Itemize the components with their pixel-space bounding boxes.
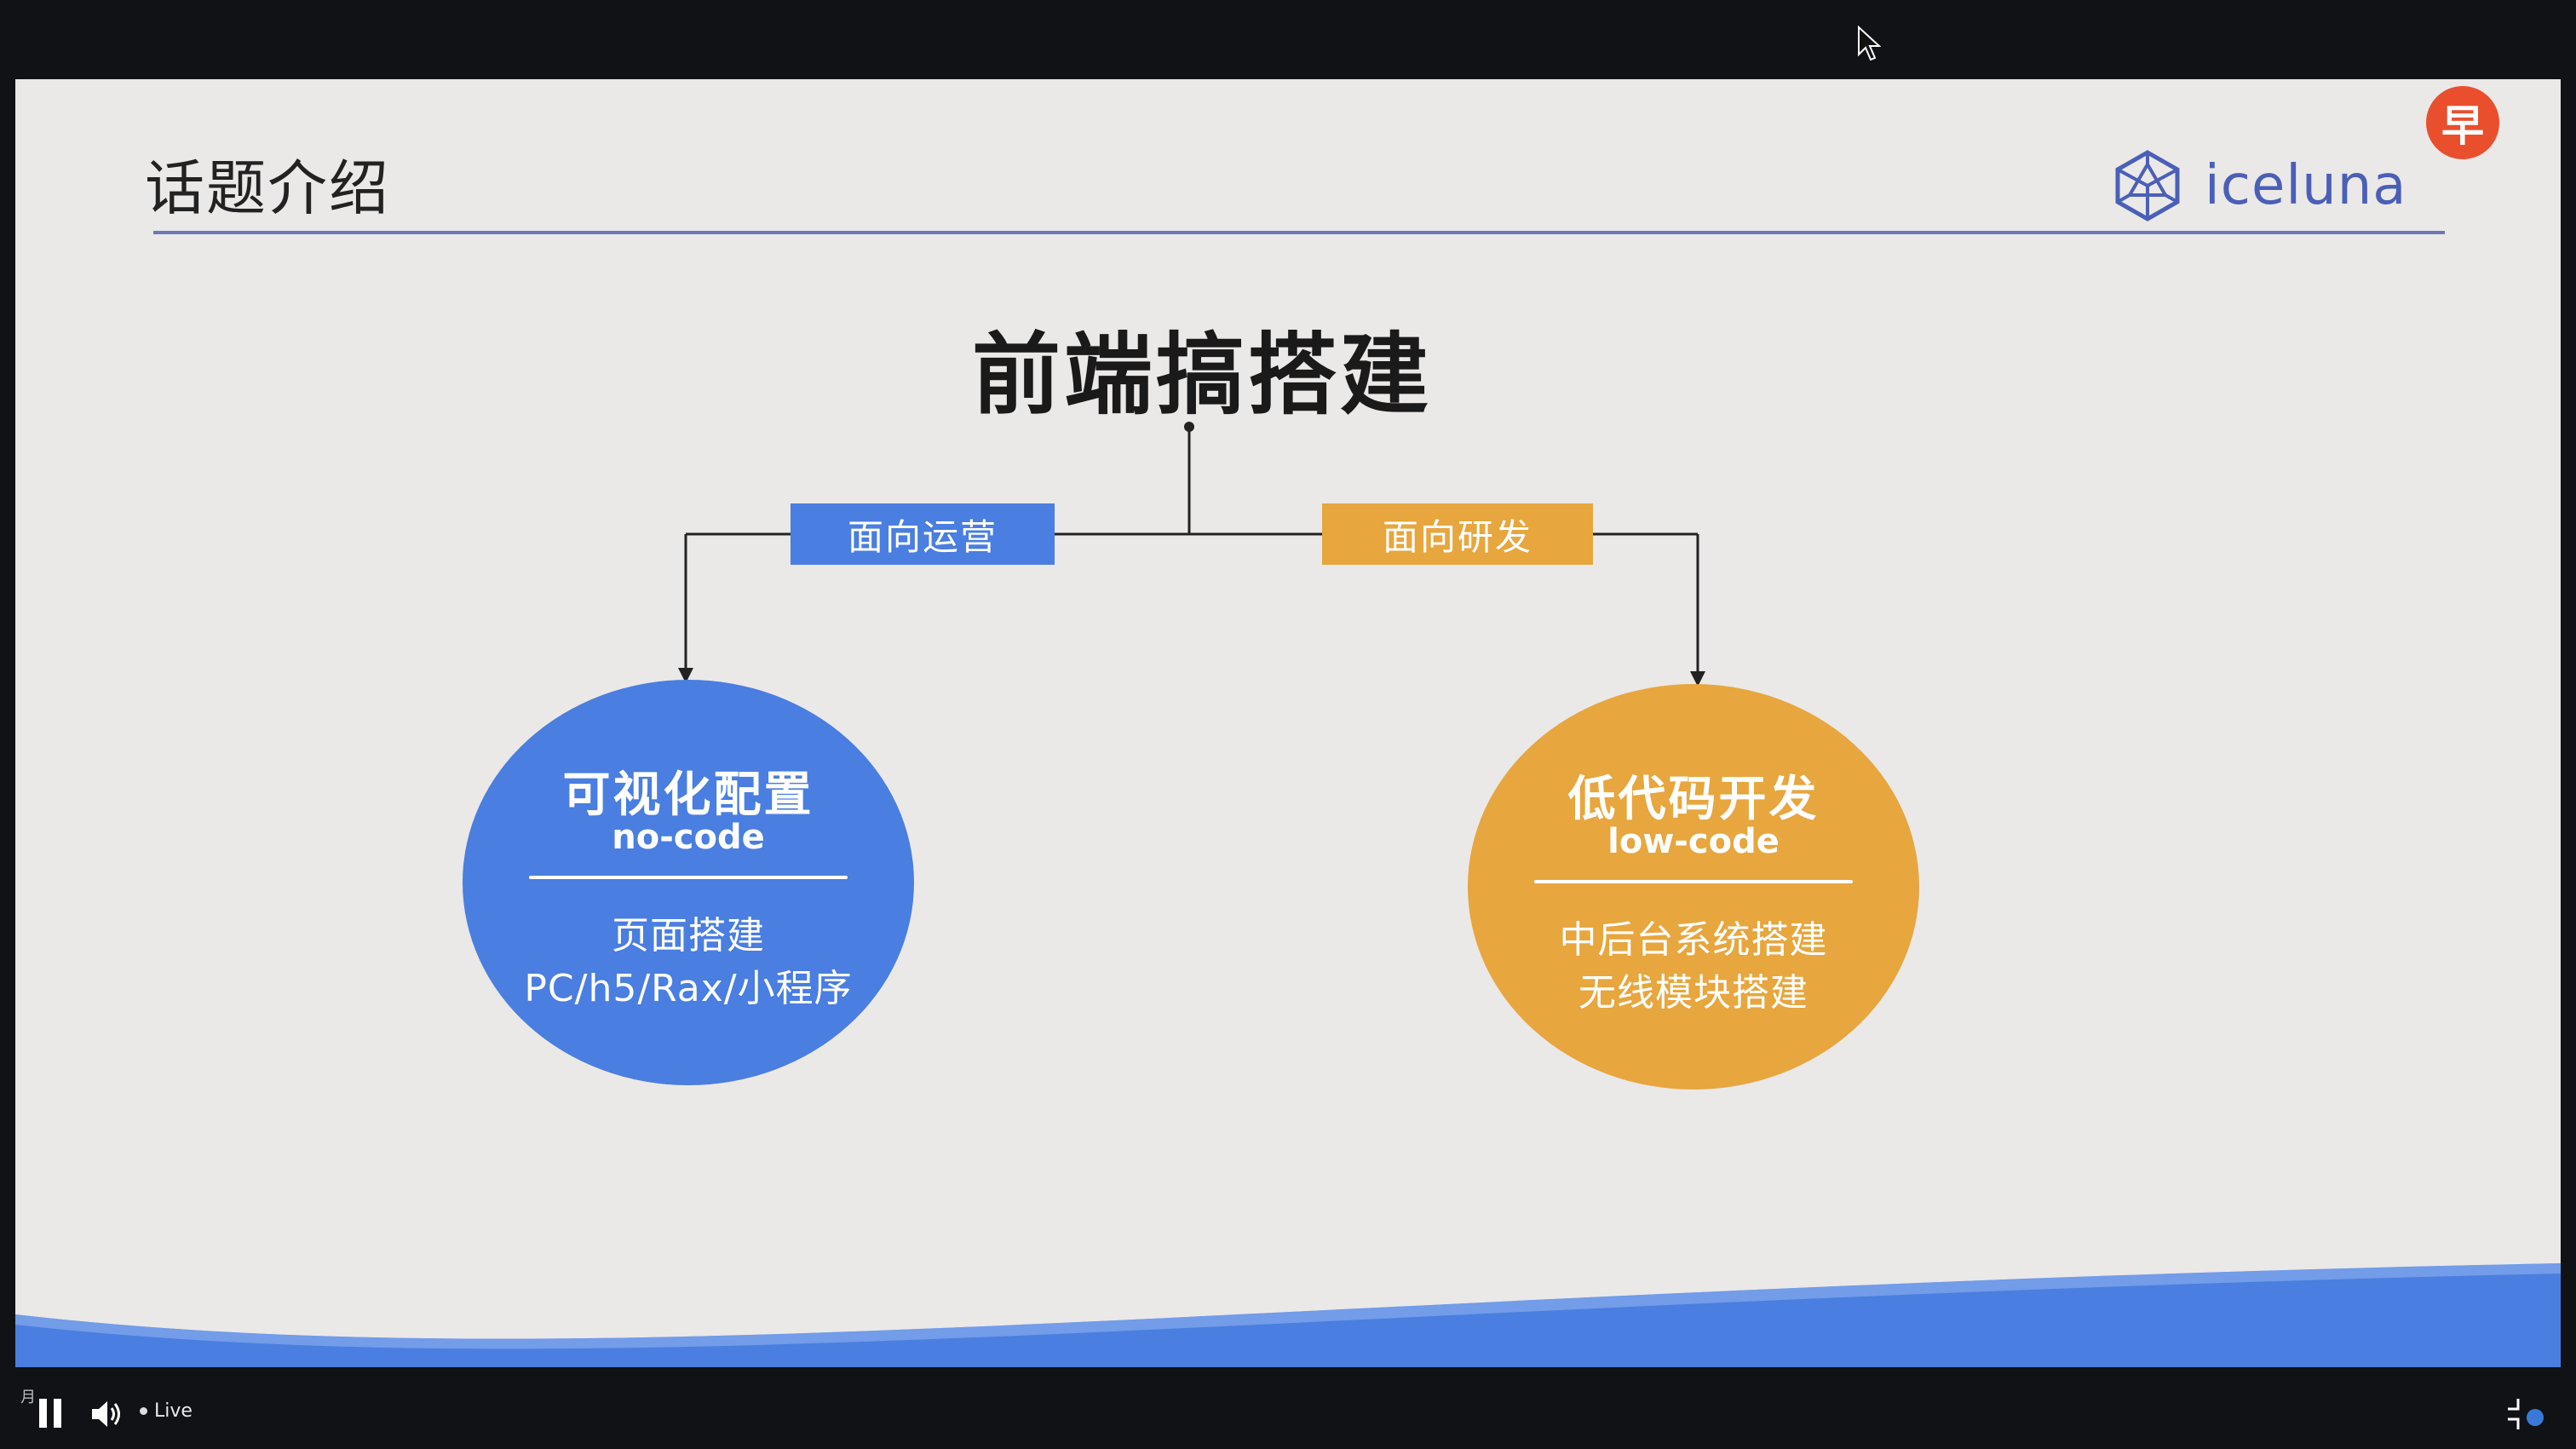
title-underline	[153, 231, 2445, 234]
iceluna-logo-icon	[2115, 150, 2180, 221]
nocode-title: 可视化配置	[562, 768, 814, 823]
nocode-subtitle: no-code	[612, 818, 765, 857]
presentation-slide: 话题介绍 iceluna 早 前端搞搭建	[15, 79, 2561, 1367]
corner-label: 月	[20, 1389, 36, 1406]
tag-for-operations: 面向运营	[791, 503, 1055, 565]
iceluna-logo: iceluna	[2111, 147, 2406, 224]
app-badge[interactable]: 早	[2426, 86, 2499, 159]
nocode-line2: PC/h5/Rax/小程序	[524, 967, 853, 1010]
lowcode-line2: 无线模块搭建	[1578, 971, 1808, 1015]
lowcode-subtitle: low-code	[1607, 822, 1780, 861]
main-title: 前端搞搭建	[971, 323, 1432, 427]
logo-text: iceluna	[2205, 154, 2407, 217]
nocode-divider	[529, 876, 848, 879]
volume-icon[interactable]	[89, 1397, 123, 1431]
lowcode-circle: 低代码开发 low-code 中后台系统搭建 无线模块搭建	[1468, 684, 1919, 1090]
live-dot	[140, 1407, 147, 1415]
cursor-icon	[1858, 26, 1881, 61]
slide-title: 话题介绍	[145, 153, 390, 223]
nocode-circle: 可视化配置 no-code 页面搭建 PC/h5/Rax/小程序	[463, 680, 914, 1085]
tag-for-development: 面向研发	[1322, 503, 1593, 565]
pause-icon[interactable]	[39, 1399, 61, 1428]
player-controls: 月 Live	[0, 1380, 2576, 1449]
lowcode-title: 低代码开发	[1567, 772, 1820, 827]
diagram-connectors	[678, 422, 1705, 687]
lowcode-line1: 中后台系统搭建	[1559, 918, 1828, 962]
live-label-text: Live	[154, 1400, 193, 1422]
lowcode-divider	[1534, 880, 1853, 883]
nocode-line1: 页面搭建	[612, 914, 765, 957]
live-indicator: Live	[140, 1400, 193, 1422]
exit-fullscreen-icon[interactable]	[2504, 1397, 2545, 1431]
decorative-wave	[15, 1263, 2561, 1367]
